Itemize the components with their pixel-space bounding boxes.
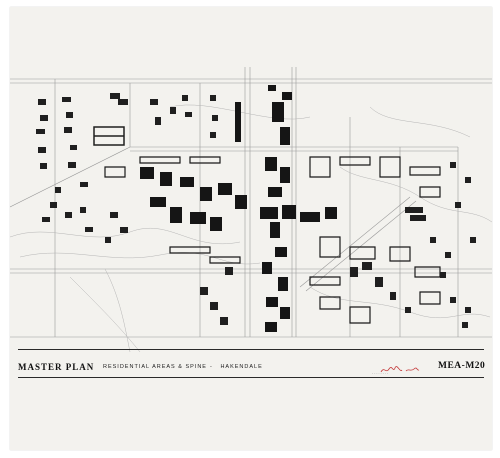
- location-name: HAKENDALE: [220, 364, 263, 370]
- road-grid: [10, 67, 492, 338]
- central-spine: [140, 85, 337, 332]
- drawing-subtitle: RESIDENTIAL AREAS & SPINE: [103, 364, 207, 370]
- medium-density-housing: [104, 156, 441, 324]
- approval-signature: [380, 366, 420, 373]
- drawing-location: - HAKENDALE: [210, 364, 263, 370]
- south-west-houses: [55, 187, 233, 325]
- master-plan-drawing: [10, 67, 492, 353]
- drawing-title: MASTER PLAN: [18, 362, 95, 372]
- terrain-contours: [10, 104, 492, 353]
- title-block-bottom-rule: [18, 377, 484, 378]
- east-houses: [350, 162, 476, 328]
- title-block-top-rule: [18, 349, 484, 350]
- small-print-note: - - - - - - - -: [372, 371, 389, 375]
- school-complex: [93, 126, 125, 146]
- drawing-code: MEA-M20: [438, 361, 486, 371]
- drawing-sheet: MASTER PLAN RESIDENTIAL AREAS & SPINE - …: [10, 7, 492, 450]
- title-separator: -: [210, 364, 213, 370]
- residential-houses-west: [36, 93, 218, 232]
